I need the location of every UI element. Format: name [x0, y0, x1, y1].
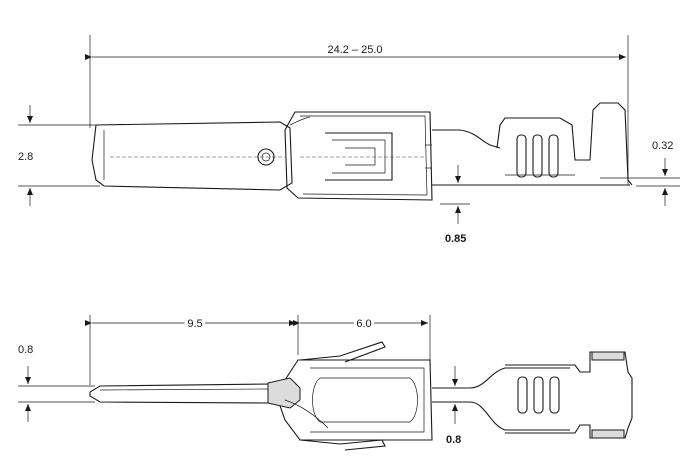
side-neck-top: [432, 367, 570, 389]
contact-spring: [267, 377, 301, 409]
side-window: [312, 377, 418, 423]
overall-length-label: 24.2 – 25.0: [327, 44, 382, 56]
tab-width-label: 2.8: [18, 151, 33, 163]
blade-thickness-label: 0.85: [445, 233, 466, 245]
side-neck-bottom: [432, 401, 570, 431]
crimp-slot-2: [532, 134, 543, 178]
spring-tongue-top: [299, 341, 386, 363]
pin: [89, 383, 271, 404]
top-view: 24.2 – 25.0 2.8: [18, 35, 680, 245]
pin-height-label: 0.8: [18, 344, 33, 356]
side-crimp-slot-3: [549, 376, 560, 414]
wire-crimp-outline: [496, 102, 633, 186]
side-view: 9.5 6.0 0.8 0.8: [18, 315, 633, 451]
box-body: [284, 111, 433, 201]
flat-tab: [91, 121, 293, 191]
side-crimp-outline: [505, 351, 633, 439]
body-length-label: 6.0: [356, 318, 371, 330]
side-crimp-slot-2: [533, 376, 544, 414]
crimp-slot-3: [548, 134, 559, 178]
side-crimp-slot-1: [517, 376, 528, 414]
latch-hole: [257, 148, 275, 166]
spring-clip-window: [325, 132, 393, 181]
material-thickness-label: 0.32: [652, 140, 673, 152]
tab-length-label: 9.5: [187, 318, 202, 330]
neck-top: [432, 129, 501, 149]
crimp-slot-1: [516, 134, 527, 178]
neck-height-label: 0.8: [446, 434, 461, 446]
spring-tongue-bottom: [299, 439, 386, 451]
side-box-body: [277, 359, 433, 441]
